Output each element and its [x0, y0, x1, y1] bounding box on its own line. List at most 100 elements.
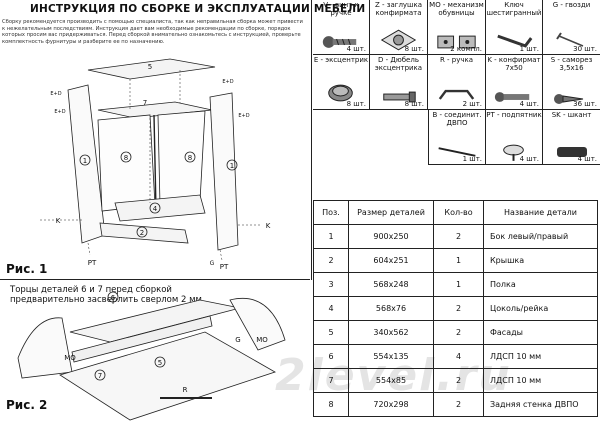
svg-text:8: 8: [188, 154, 192, 162]
hardware-cell: B - соединит. ДВПО 1 шт.: [428, 110, 486, 165]
hex-key-icon: [497, 34, 533, 48]
table-cell: 4: [313, 296, 349, 321]
svg-text:7: 7: [98, 372, 102, 380]
table-cell: 340x562: [348, 320, 434, 345]
table-cell: 6: [313, 344, 349, 369]
hardware-cell: K - конфирмат 7x50 4 шт.: [486, 55, 543, 110]
handle-icon: [438, 89, 475, 100]
hardware-cell: PT - подпятник 4 шт.: [486, 110, 543, 165]
table-cell: Крышка: [483, 248, 598, 273]
table-cell: 604x251: [348, 248, 434, 273]
table-cell: Цоколь/рейка: [483, 296, 598, 321]
figure-2-diagram: 6 5 7 R MO MO G: [17, 291, 286, 421]
table-cell: Задняя стенка ДВПО: [483, 392, 598, 417]
svg-text:K: K: [266, 222, 271, 230]
col-position: Поз.: [313, 200, 349, 225]
svg-text:E+D: E+D: [50, 91, 61, 97]
table-cell: ЛДСП 10 мм: [483, 344, 598, 369]
self-tapping-screw-icon: [554, 94, 584, 104]
svg-text:5: 5: [148, 63, 152, 71]
dowel-icon: [383, 91, 416, 103]
table-cell: 568x76: [348, 296, 434, 321]
table-cell: 8: [313, 392, 349, 417]
hardware-cell: G - гвозди 30 шт.: [543, 0, 600, 55]
table-cell: 2: [433, 224, 484, 249]
figure-1-diagram: 1 8 8 1 4 2 5 7 K K PT PT E+D E+D E+D E+…: [40, 58, 271, 271]
svg-text:1: 1: [83, 157, 87, 165]
figure-2-note: Торцы деталей 6 и 7 перед сборкой предва…: [10, 285, 205, 305]
hardware-cell: Ключ шестигранный 1 шт.: [486, 0, 543, 55]
table-cell: Бок левый/правый: [483, 224, 598, 249]
connector-icon: [438, 147, 476, 157]
svg-text:MO: MO: [64, 354, 76, 362]
nail-icon: [556, 32, 584, 47]
table-cell: 554x85: [348, 368, 434, 393]
svg-text:G: G: [210, 260, 215, 267]
table-cell: 720x298: [348, 392, 434, 417]
svg-text:K: K: [56, 217, 61, 225]
figure-2-label: Рис. 2: [6, 398, 48, 412]
svg-text:6: 6: [111, 294, 116, 302]
table-cell: 1: [313, 224, 349, 249]
table-cell: 2: [433, 320, 484, 345]
svg-text:7: 7: [143, 99, 147, 107]
svg-text:MO: MO: [256, 336, 268, 344]
table-cell: 7: [313, 368, 349, 393]
figure-divider: [0, 279, 310, 280]
svg-text:PT: PT: [220, 263, 229, 271]
column-divider: [311, 0, 312, 280]
svg-text:2: 2: [140, 229, 144, 237]
hardware-cell: MO - механизм обувницы 2 компл.: [428, 0, 486, 55]
svg-text:G: G: [235, 336, 240, 344]
wood-dowel-icon: [557, 147, 587, 157]
col-quantity: Кол-во: [433, 200, 484, 225]
hardware-cell: Z - заглушка конфирмата 8 шт.: [370, 0, 428, 55]
table-cell: 2: [313, 248, 349, 273]
hardware-cell: S - саморез 3,5x16 36 шт.: [543, 55, 600, 110]
svg-text:E+D: E+D: [54, 109, 65, 115]
table-cell: 3: [313, 272, 349, 297]
hardware-cell: D - Дюбель эксцентрика 8 шт.: [370, 55, 428, 110]
figure-1-label: Рис. 1: [6, 262, 48, 276]
table-cell: 5: [313, 320, 349, 345]
table-cell: 2: [433, 368, 484, 393]
table-header-row: Поз. Размер деталей Кол-во Название дета…: [313, 200, 598, 225]
intro-text: Сборку рекомендуется производить с помощ…: [2, 19, 303, 45]
hardware-cell: SK - шкант 4 шт.: [543, 110, 600, 165]
col-part-name: Название детали: [483, 200, 598, 225]
hardware-grid: V - винт к ручке 4 шт. Z - заглушка конф…: [313, 0, 600, 214]
table-cell: 1: [433, 248, 484, 273]
svg-text:PT: PT: [88, 259, 97, 267]
svg-text:4: 4: [153, 205, 158, 213]
table-cell: 2: [433, 392, 484, 417]
hardware-cell: R - ручка 2 шт.: [428, 55, 486, 110]
screw-icon: [322, 36, 357, 48]
confirmat-icon: [494, 92, 530, 102]
cap-icon: [380, 29, 417, 51]
parts-table: Поз. Размер деталей Кол-во Название дета…: [313, 200, 598, 417]
table-cell: Фасады: [483, 320, 598, 345]
svg-text:5: 5: [158, 359, 162, 367]
hardware-cell-empty: [313, 110, 428, 165]
table-cell: 4: [433, 344, 484, 369]
table-cell: 900x250: [348, 224, 434, 249]
table-cell: 2: [433, 296, 484, 321]
svg-text:E+D: E+D: [222, 79, 233, 85]
hardware-cell: E - эксцентрик 8 шт.: [313, 55, 370, 110]
svg-text:E+D: E+D: [238, 113, 249, 119]
svg-text:1: 1: [230, 162, 234, 170]
table-cell: Полка: [483, 272, 598, 297]
table-cell: ЛДСП 10 мм: [483, 368, 598, 393]
svg-text:8: 8: [124, 154, 128, 162]
shoe-mechanism-icon: [437, 35, 476, 49]
foot-pad-icon: [503, 144, 524, 161]
svg-text:R: R: [183, 386, 188, 394]
